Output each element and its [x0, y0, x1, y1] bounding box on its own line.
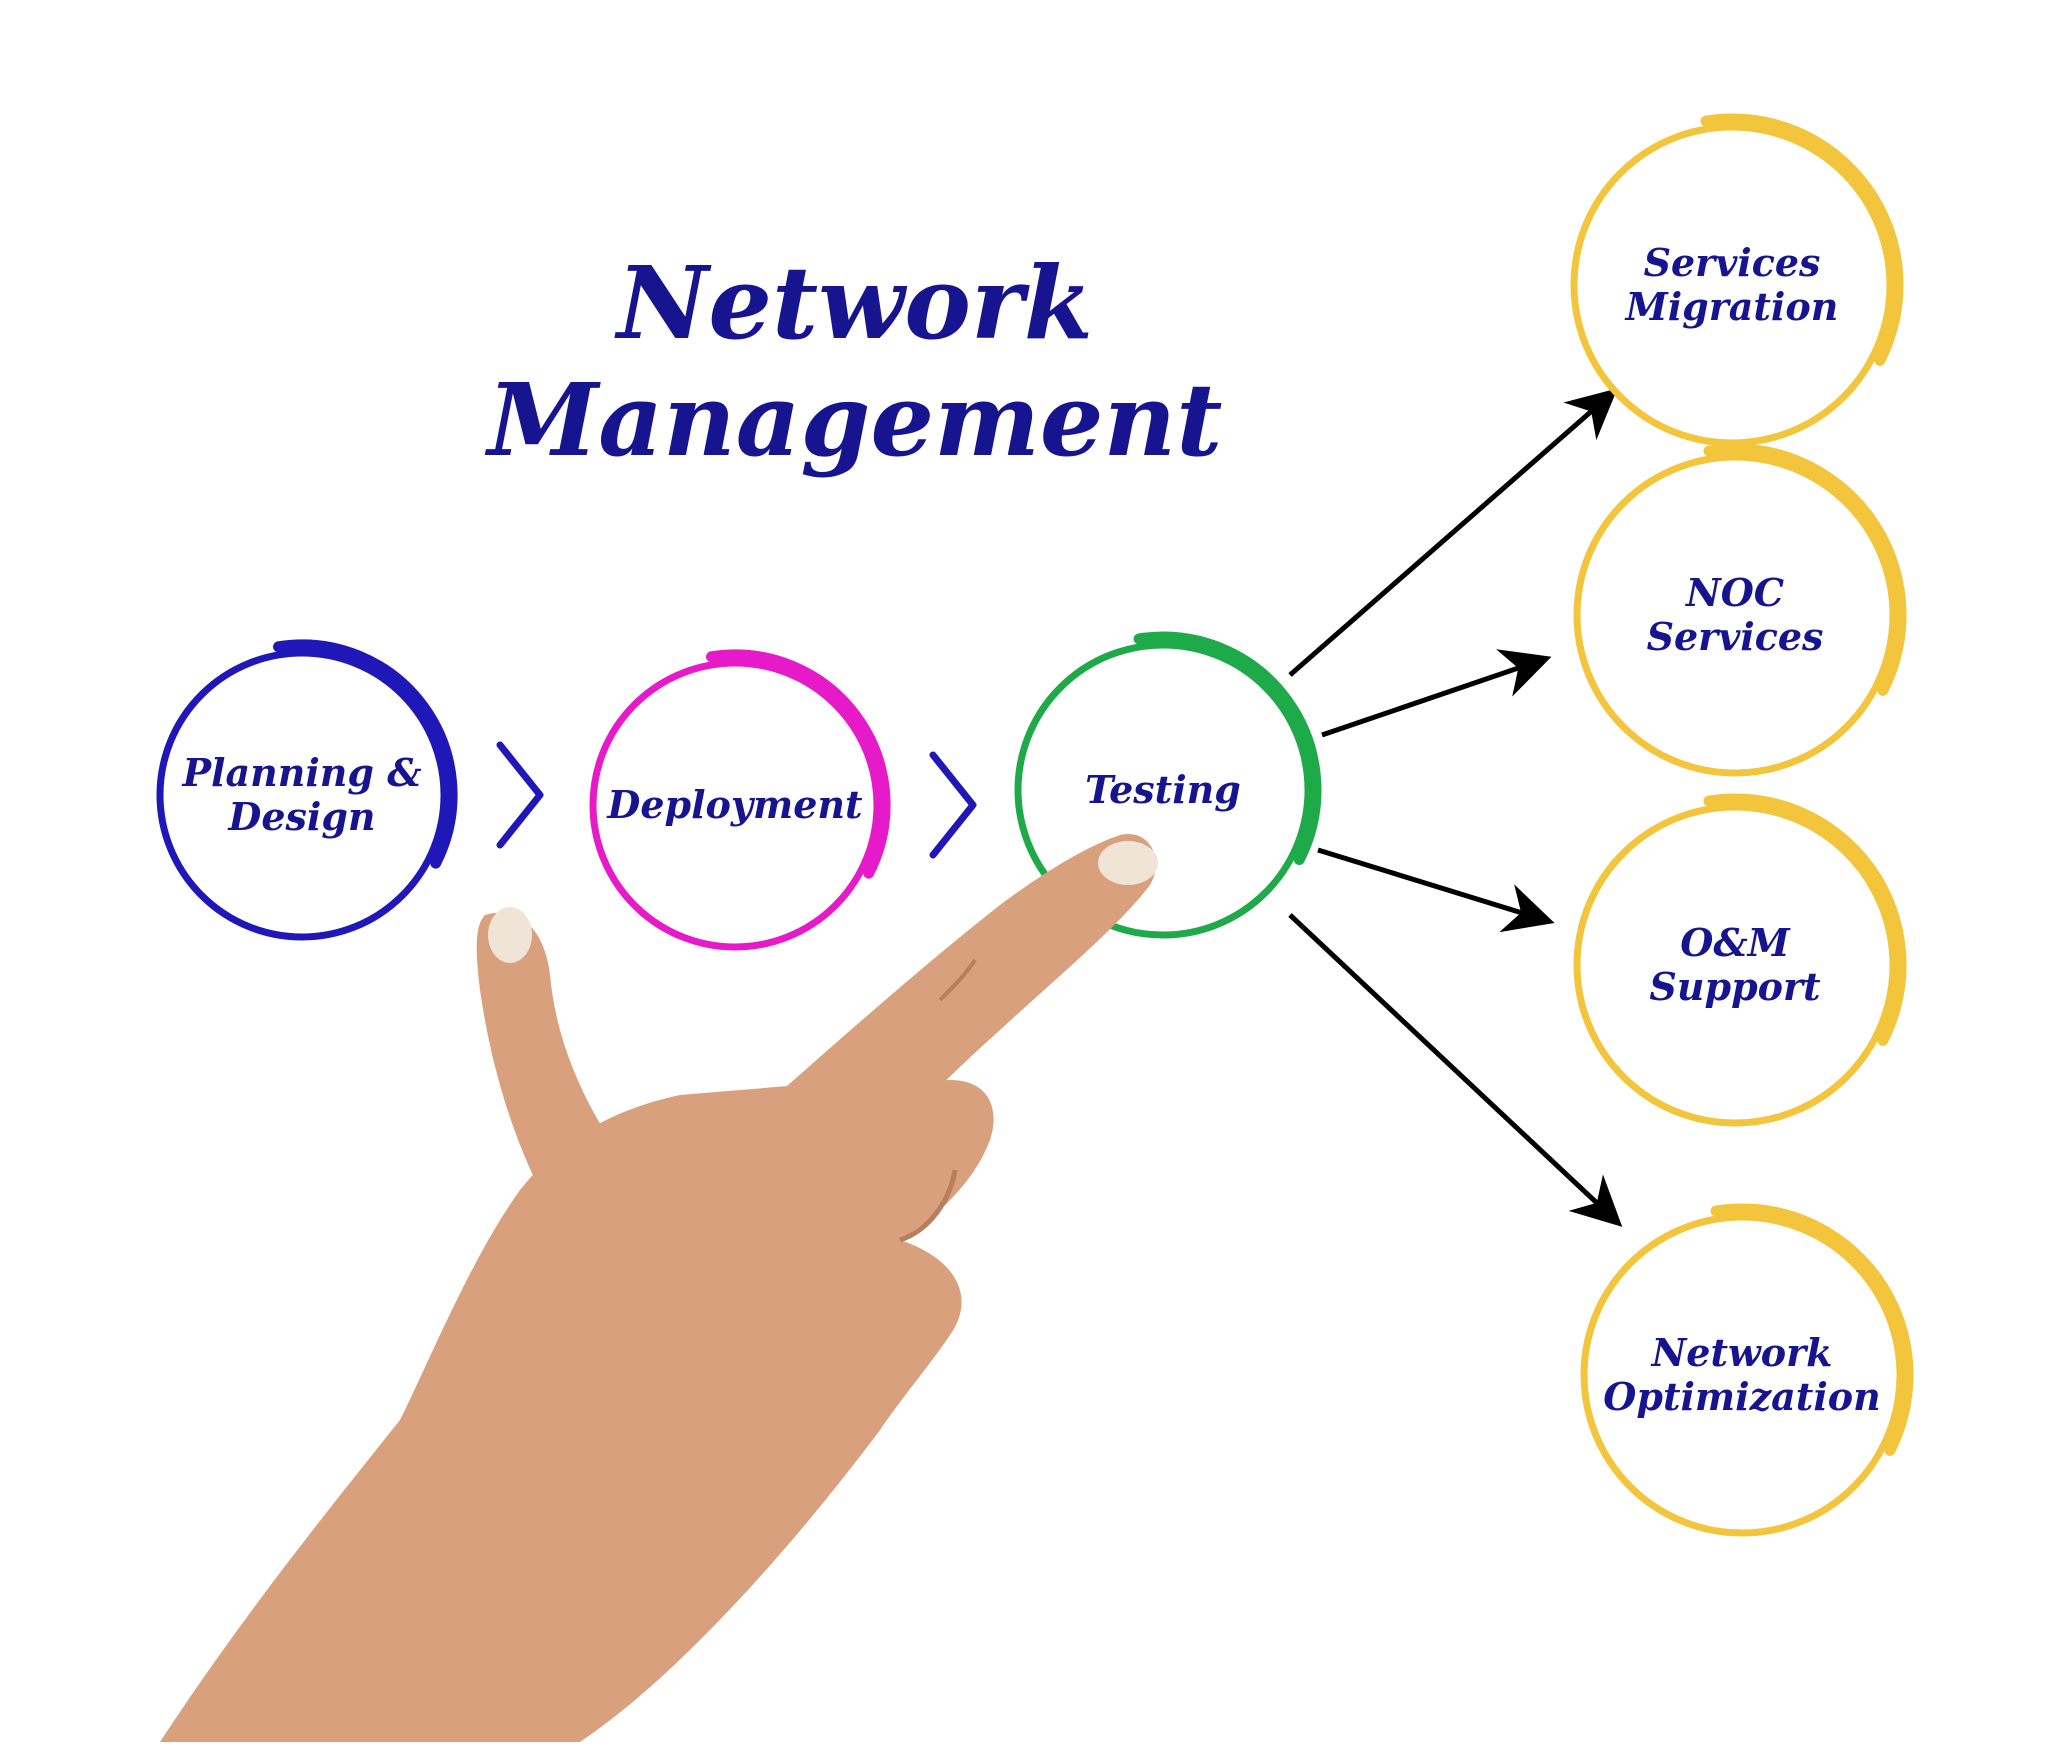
deployment-ring — [589, 659, 881, 951]
network-optimization-label-line-1: Network — [1651, 1330, 1833, 1375]
hand-palm — [160, 1080, 994, 1742]
node-testing: Testing — [1014, 631, 1322, 939]
outcome-steps: ServicesMigrationNOCServicesO&MSupportNe… — [1570, 113, 1914, 1537]
services-migration-ring-stroke — [1700, 113, 1904, 366]
title-line-1: Network — [614, 244, 1093, 362]
services-migration-label-line-2: Migration — [1624, 284, 1839, 329]
hand-finger-crease — [938, 958, 977, 1002]
chevron-right-icon — [496, 741, 544, 849]
arrow-icon — [1288, 913, 1623, 1227]
network-optimization-ring-stroke — [1710, 1203, 1914, 1456]
om-support-ring-stroke — [1703, 793, 1907, 1046]
noc-services-label-line-2: Services — [1647, 614, 1824, 659]
network-optimization-label-line-2: Optimization — [1603, 1374, 1880, 1419]
process-steps: Planning &Design Deployment Testing — [156, 631, 1322, 951]
node-planning: Planning &Design — [156, 639, 458, 941]
network-optimization-ring — [1580, 1213, 1904, 1537]
hand-index-nail — [1098, 841, 1158, 885]
hand-thumb-nail — [488, 907, 532, 963]
arrow-icon — [1288, 388, 1618, 677]
testing-ring-stroke — [1133, 631, 1322, 865]
om-support-label-line-1: O&M — [1680, 920, 1790, 965]
services-migration-ring — [1570, 123, 1894, 447]
testing-label-line-1: Testing — [1085, 767, 1241, 812]
services-migration-label-line-1: Services — [1644, 240, 1821, 285]
arrow-icon — [1317, 847, 1555, 933]
noc-services-ring — [1573, 453, 1897, 777]
deployment-label-line-1: Deployment — [606, 782, 863, 827]
chevron-right-icon — [929, 751, 977, 859]
noc-services-ring-stroke — [1703, 443, 1907, 696]
planning-label-line-2: Design — [227, 794, 375, 839]
testing-ring — [1014, 641, 1312, 939]
hand-thumb — [476, 912, 610, 1190]
hand-knuckle-line — [899, 1169, 958, 1243]
planning-ring — [156, 649, 448, 941]
planning-ring-stroke — [273, 639, 458, 869]
title-line-2: Management — [485, 361, 1223, 479]
hand-index-finger — [760, 834, 1156, 1150]
diagram-title: Network Management — [485, 244, 1223, 479]
pointing-hand-icon — [160, 834, 1158, 1742]
om-support-label-line-2: Support — [1649, 964, 1821, 1009]
deployment-ring-stroke — [706, 649, 891, 879]
node-deployment: Deployment — [589, 649, 891, 951]
arrow-icon — [1321, 649, 1552, 738]
planning-label-line-1: Planning & — [181, 750, 421, 795]
om-support-ring — [1573, 803, 1897, 1127]
noc-services-label-line-1: NOC — [1685, 570, 1784, 615]
flow-connectors — [496, 388, 1623, 1227]
